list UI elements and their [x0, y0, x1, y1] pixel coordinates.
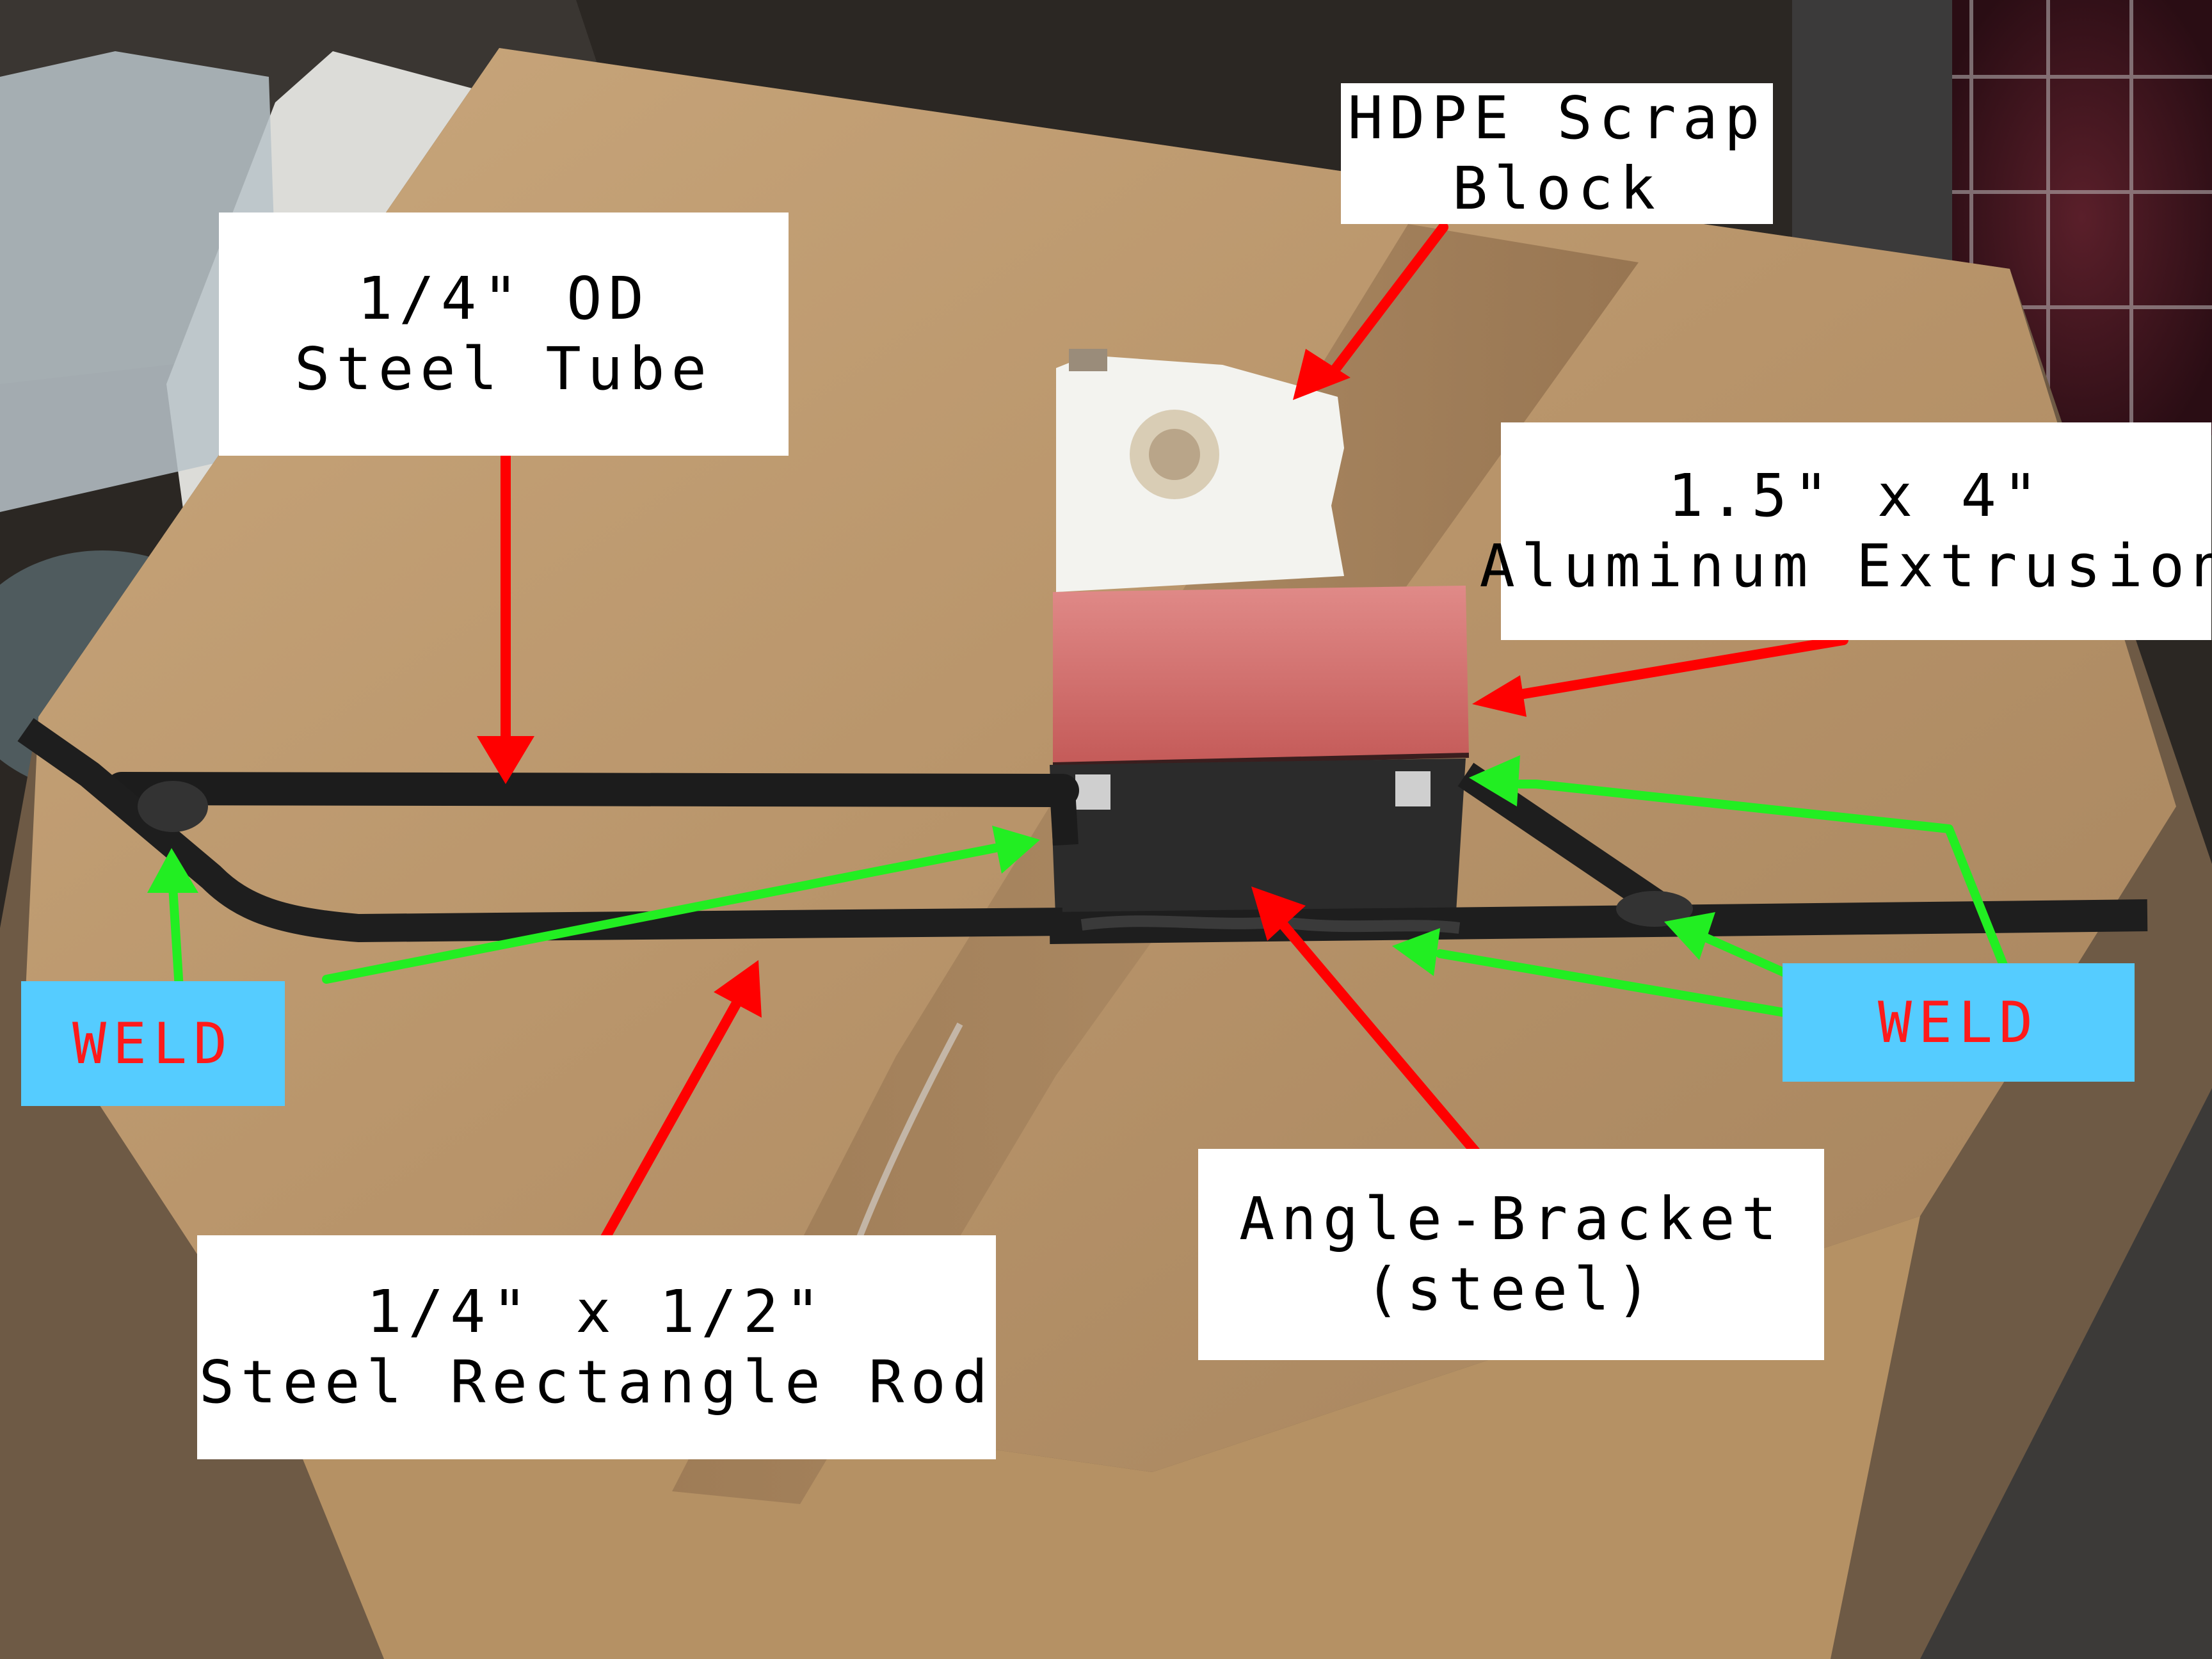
label-rod-line2: Steel Rectangle Rod	[198, 1348, 995, 1416]
weld-label-right: WELD	[1783, 963, 2135, 1082]
red-callout-arrows	[477, 222, 1848, 1244]
weld-arrow-brace-bar	[1664, 912, 1797, 981]
label-aluminum-extrusion: 1.5" x 4" Aluminum Extrusion	[1480, 422, 2212, 640]
weld-arrow-left-joint	[147, 848, 198, 993]
arrow-aluminum-extrusion	[1472, 635, 1848, 717]
label-bracket-line2: (steel)	[1365, 1255, 1658, 1324]
arrow-rectangle-rod	[600, 960, 762, 1244]
label-aluminum-line1: 1.5" x 4"	[1667, 461, 2045, 530]
label-aluminum-line2: Aluminum Extrusion	[1479, 532, 2212, 600]
arrow-steel-tube	[477, 449, 534, 784]
label-hdpe-line2: Block	[1452, 154, 1662, 223]
label-steel-tube-line2: Steel Tube	[294, 335, 713, 403]
label-hdpe-line1: HDPE Scrap	[1347, 83, 1767, 152]
label-bracket-line1: Angle-Bracket	[1238, 1184, 1784, 1253]
label-steel-tube-line1: 1/4" OD	[357, 264, 650, 333]
label-angle-bracket: Angle-Bracket (steel)	[1198, 1149, 1824, 1360]
label-steel-tube: 1/4" OD Steel Tube	[219, 212, 789, 456]
label-rod-line1: 1/4" x 1/2"	[366, 1277, 827, 1346]
weld-arrow-bracket-bar	[1392, 928, 1800, 1019]
label-steel-rectangle-rod: 1/4" x 1/2" Steel Rectangle Rod	[197, 1235, 996, 1459]
arrow-hdpe-block	[1293, 222, 1448, 400]
weld-arrow-tube-bracket	[322, 826, 1040, 984]
green-weld-arrows	[147, 755, 2011, 1019]
weld-arrow-right-top	[1469, 755, 2011, 977]
weld-label-left: WELD	[21, 981, 285, 1106]
label-hdpe-scrap-block: HDPE Scrap Block	[1341, 83, 1773, 224]
arrow-angle-bracket	[1251, 886, 1484, 1160]
